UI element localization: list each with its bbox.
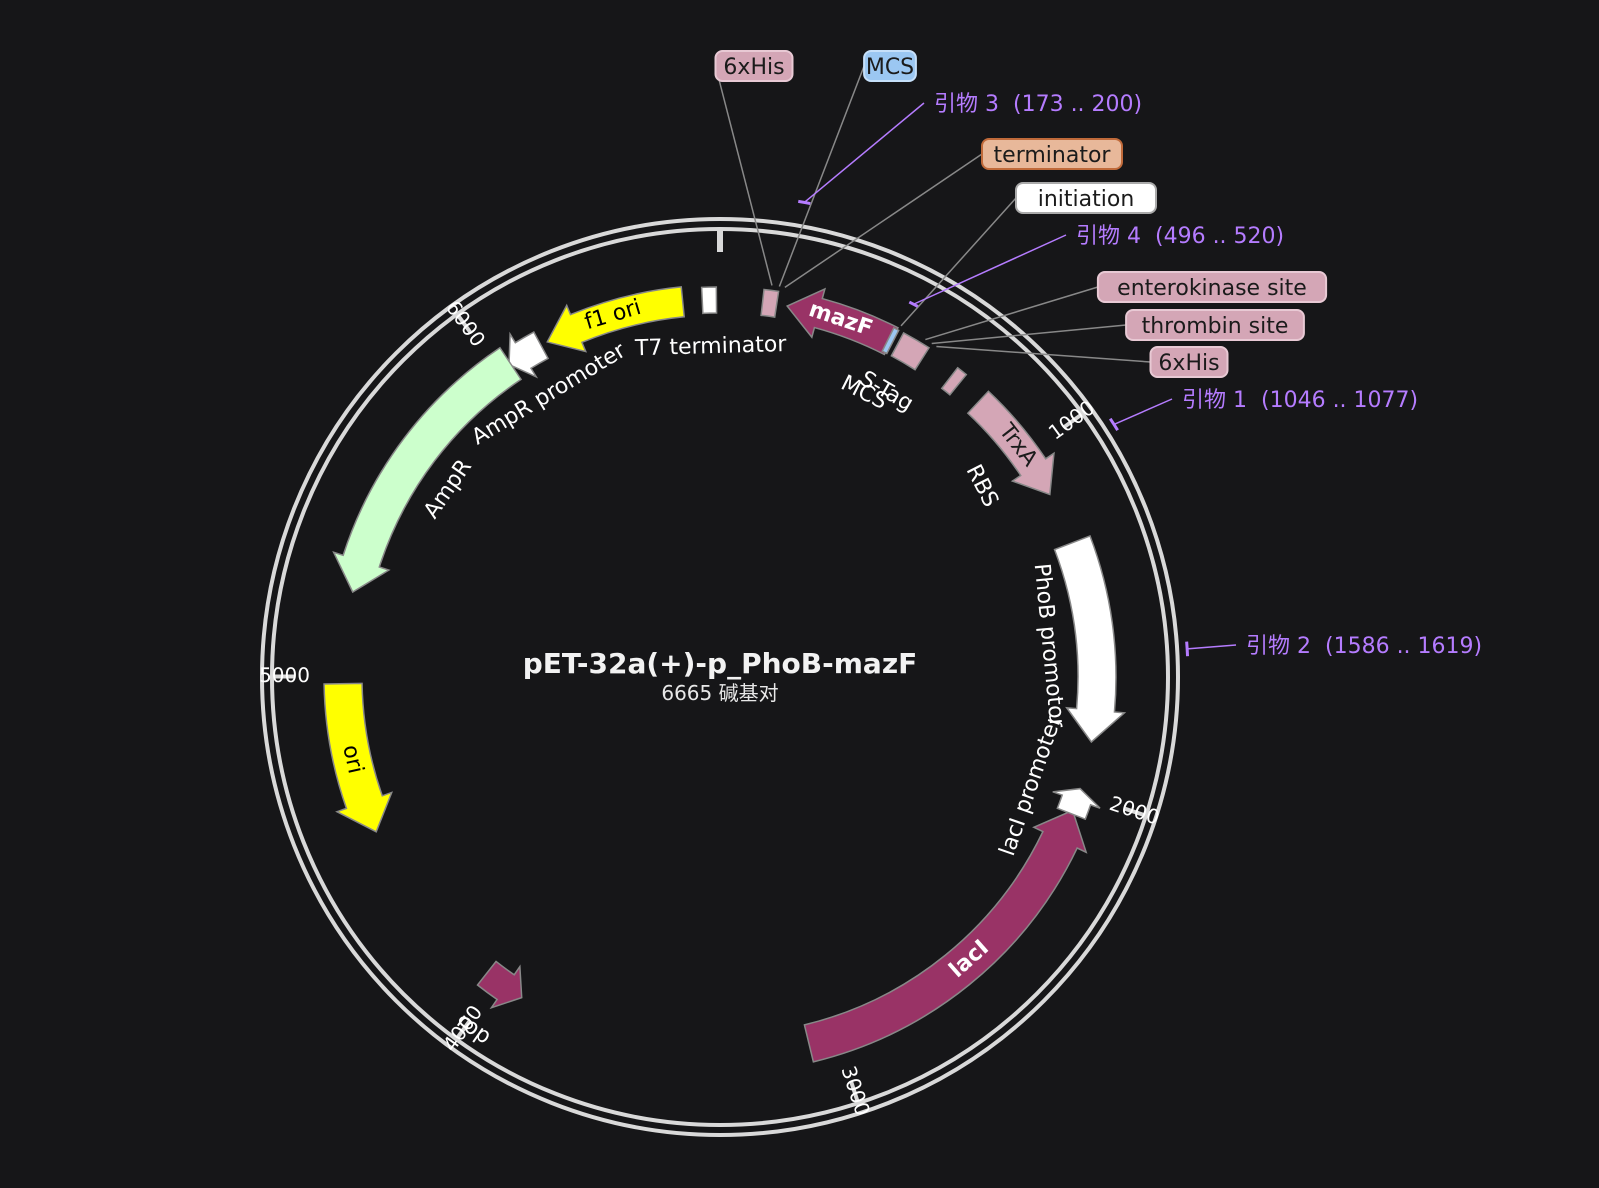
callout-initiation-text: initiation: [1038, 187, 1135, 212]
primer-1-label: 引物 1 (1046 .. 1077): [1182, 388, 1418, 413]
feature-label-ori: ori: [337, 743, 368, 776]
callout-labels: 6xHis MCS terminator initiation enterokinase…: [714, 50, 1328, 378]
tick-mark-1000: [1063, 413, 1083, 429]
callout-initiation-leader: [900, 197, 1017, 327]
primer-3-leader: [803, 102, 925, 204]
callout-thrombin-text: thrombin site: [1142, 314, 1289, 339]
feature-trxa[interactable]: [966, 390, 1055, 496]
primer-2-range: (1586 .. 1619): [1325, 634, 1482, 659]
callout-6xhis-mid-box[interactable]: [1149, 346, 1229, 378]
callout-mcs-top-text: MCS: [866, 55, 914, 80]
feature-laci-promoter[interactable]: [1052, 787, 1101, 821]
callout-6xhis-top-box[interactable]: [714, 50, 794, 82]
leader-lines: [714, 65, 1151, 363]
primer-3-arc[interactable]: [798, 199, 811, 206]
tick-mark-2000: [1124, 806, 1145, 817]
primer-4-name: 引物 4: [1076, 224, 1141, 249]
backbone-outer-ring: [260, 217, 1180, 1137]
callout-terminator-leader: [784, 153, 983, 288]
plasmid-size: 6665 碱基对: [661, 681, 778, 705]
feature-mcs-inner[interactable]: [881, 326, 900, 355]
primer-1-range: (1046 .. 1077): [1261, 388, 1418, 413]
primer-1-leader: [1113, 398, 1173, 426]
feature-laci[interactable]: [803, 809, 1088, 1063]
callout-enterokinase-text: enterokinase site: [1117, 276, 1307, 301]
callout-6xhis-top-text: 6xHis: [723, 55, 784, 80]
feature-ori[interactable]: [323, 682, 394, 833]
primer-4-label: 引物 4 (496 .. 520): [1076, 224, 1284, 249]
primer-1-name: 引物 1: [1182, 388, 1247, 413]
callout-thrombin-leader: [931, 324, 1127, 345]
callout-initiation-box[interactable]: [1015, 182, 1157, 214]
feature-s-tag[interactable]: [890, 331, 931, 371]
feature-6xhis-mid[interactable]: [940, 366, 968, 396]
feature-phob-promotor[interactable]: [1053, 535, 1127, 744]
feature-f1-ori[interactable]: [546, 286, 686, 353]
primer-3-name: 引物 3: [934, 92, 999, 117]
callout-enterokinase-leader: [925, 286, 1099, 341]
feature-label-t7-terminator: T7 terminator: [634, 332, 788, 361]
feature-rop[interactable]: [476, 960, 523, 1010]
callout-6xhis-mid-text: 6xHis: [1158, 351, 1219, 376]
feature-ampr-promoter[interactable]: [508, 331, 550, 379]
primer-3-range: (173 .. 200): [1013, 92, 1142, 117]
feature-ampr[interactable]: [332, 346, 523, 594]
tick-mark-6000: [456, 314, 472, 334]
tick-mark-3000: [849, 1081, 860, 1102]
primer-2-name: 引物 2: [1246, 634, 1311, 659]
tick-mark-4000: [455, 1020, 471, 1039]
primer-1-arc[interactable]: [1108, 417, 1119, 431]
feature-t7-terminator[interactable]: [700, 286, 718, 315]
primer-3-label: 引物 3 (173 .. 200): [934, 92, 1142, 117]
plasmid-title: pET-32a(+)-p_PhoB-mazF: [523, 647, 918, 680]
primer-annotations: 引物 3 (173 .. 200) 引物 4 (496 .. 520) 引物 1 (104…: [798, 92, 1482, 659]
callout-mcs-top-leader: [778, 65, 865, 287]
callout-6xhis-mid-leader: [936, 345, 1151, 363]
primer-2-leader: [1187, 644, 1237, 650]
callout-terminator-text: terminator: [994, 143, 1112, 168]
feature-6xhis-top[interactable]: [760, 288, 780, 318]
callout-thrombin-box[interactable]: [1125, 309, 1305, 341]
tick-label-5000: 5000: [259, 663, 310, 687]
primer-4-leader: [913, 234, 1067, 305]
primer-4-range: (496 .. 520): [1155, 224, 1284, 249]
callout-enterokinase-box[interactable]: [1096, 271, 1328, 303]
primer-2-label: 引物 2 (1586 .. 1619): [1246, 634, 1482, 659]
callout-6xhis-top-leader: [714, 65, 773, 286]
callout-terminator-box[interactable]: [981, 138, 1123, 170]
callout-mcs-top-box[interactable]: [863, 50, 917, 82]
